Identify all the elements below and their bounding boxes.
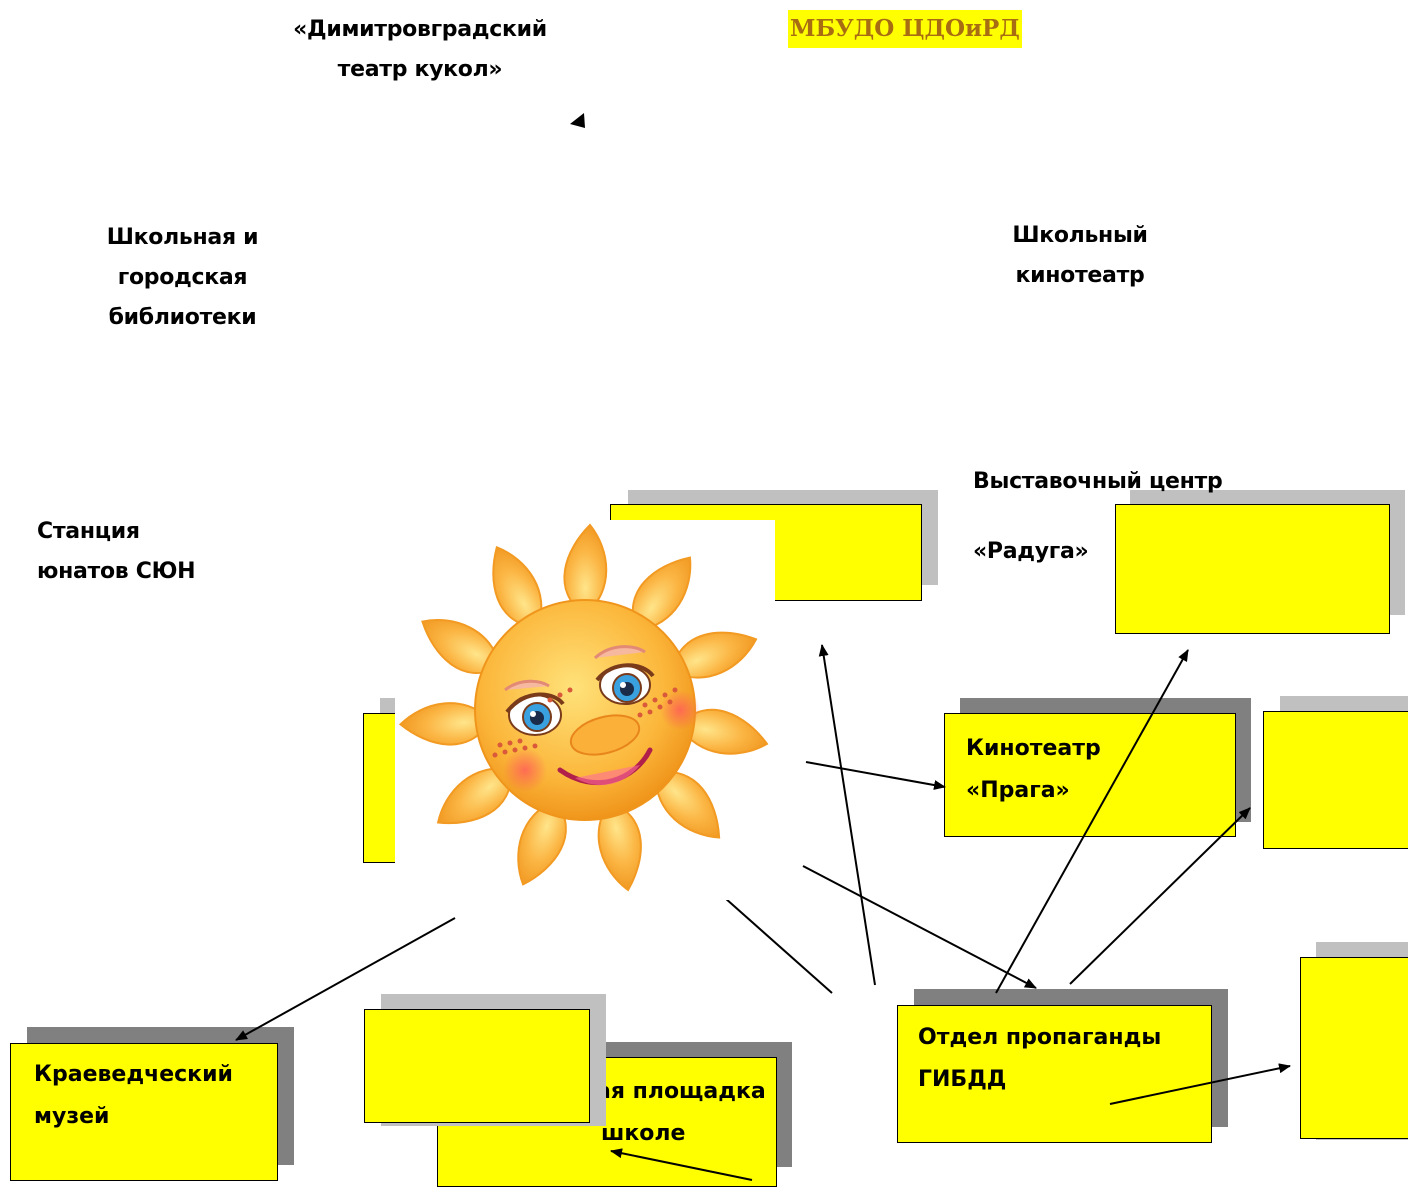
cinema-praga-line2: «Прага» bbox=[966, 778, 1070, 803]
playground-line1: ая площадка bbox=[596, 1079, 766, 1104]
sun-eye-right bbox=[593, 645, 655, 705]
traffic-police-text: Отдел пропаганды ГИБДД bbox=[918, 1017, 1161, 1101]
arrow-puppet-theatre bbox=[570, 113, 585, 128]
playground-text: ая площадка школе bbox=[596, 1071, 766, 1155]
exhibition-label-line1: Выставочный центр bbox=[973, 469, 1223, 494]
traffic-police-box bbox=[897, 1005, 1212, 1143]
museum-text: Краеведческий музей bbox=[34, 1054, 233, 1138]
museum-line1: Краеведческий bbox=[34, 1062, 233, 1087]
traffic-police-line2: ГИБДД bbox=[918, 1067, 1007, 1092]
library-label: Школьная и городская библиотеки bbox=[90, 218, 275, 338]
cinema-praga-box bbox=[944, 713, 1236, 837]
arrow-police-to-top-box bbox=[818, 644, 876, 986]
school-cinema-label-line2: кинотеатр bbox=[1015, 263, 1145, 288]
station-label-line1: Станция bbox=[37, 519, 140, 544]
school-cinema-label: Школьный кинотеатр bbox=[990, 216, 1170, 296]
museum-line2: музей bbox=[34, 1104, 110, 1129]
exhibition-label: Выставочный центр «Радуга» bbox=[973, 462, 1223, 572]
library-label-line1: Школьная и bbox=[106, 225, 259, 250]
arrow-sun-to-museum bbox=[235, 917, 456, 1041]
arrow-sun-to-police bbox=[802, 865, 1037, 989]
school-cinema-label-line1: Школьный bbox=[1012, 223, 1148, 248]
arrow-to-playground bbox=[610, 1148, 753, 1181]
puppet-theatre-label-line2: театр кукол» bbox=[337, 57, 503, 82]
arrow-police-to-right-mid bbox=[1069, 807, 1251, 985]
box-right-low bbox=[1300, 957, 1408, 1139]
box-right-mid bbox=[1263, 711, 1408, 849]
box-bottom-front bbox=[364, 1009, 590, 1123]
center-org-label: МБУДО ЦДОиРД bbox=[788, 10, 1022, 48]
playground-line2: школе bbox=[601, 1121, 686, 1146]
arrow-sun-to-praga bbox=[805, 761, 946, 790]
arrow-police-to-exhibition bbox=[995, 649, 1189, 994]
sun-image bbox=[395, 520, 775, 900]
arrow-police-to-right-low bbox=[1109, 1063, 1291, 1105]
sun-eye-left bbox=[504, 679, 565, 736]
exhibition-label-line2: «Радуга» bbox=[973, 539, 1089, 564]
library-label-line2: городская bbox=[117, 265, 248, 290]
puppet-theatre-label-line1: «Димитровградский bbox=[293, 17, 547, 42]
exhibition-box bbox=[1115, 504, 1390, 634]
museum-box bbox=[10, 1043, 278, 1181]
traffic-police-line1: Отдел пропаганды bbox=[918, 1025, 1162, 1050]
line-sun-to-police bbox=[724, 897, 833, 994]
library-label-line3: библиотеки bbox=[108, 305, 257, 330]
puppet-theatre-label: «Димитровградский театр кукол» bbox=[270, 10, 570, 90]
cinema-praga-text: Кинотеатр «Прага» bbox=[966, 728, 1101, 812]
station-label-line2: юнатов СЮН bbox=[37, 559, 196, 584]
station-label: Станция юнатов СЮН bbox=[37, 512, 196, 592]
cinema-praga-line1: Кинотеатр bbox=[966, 736, 1101, 761]
